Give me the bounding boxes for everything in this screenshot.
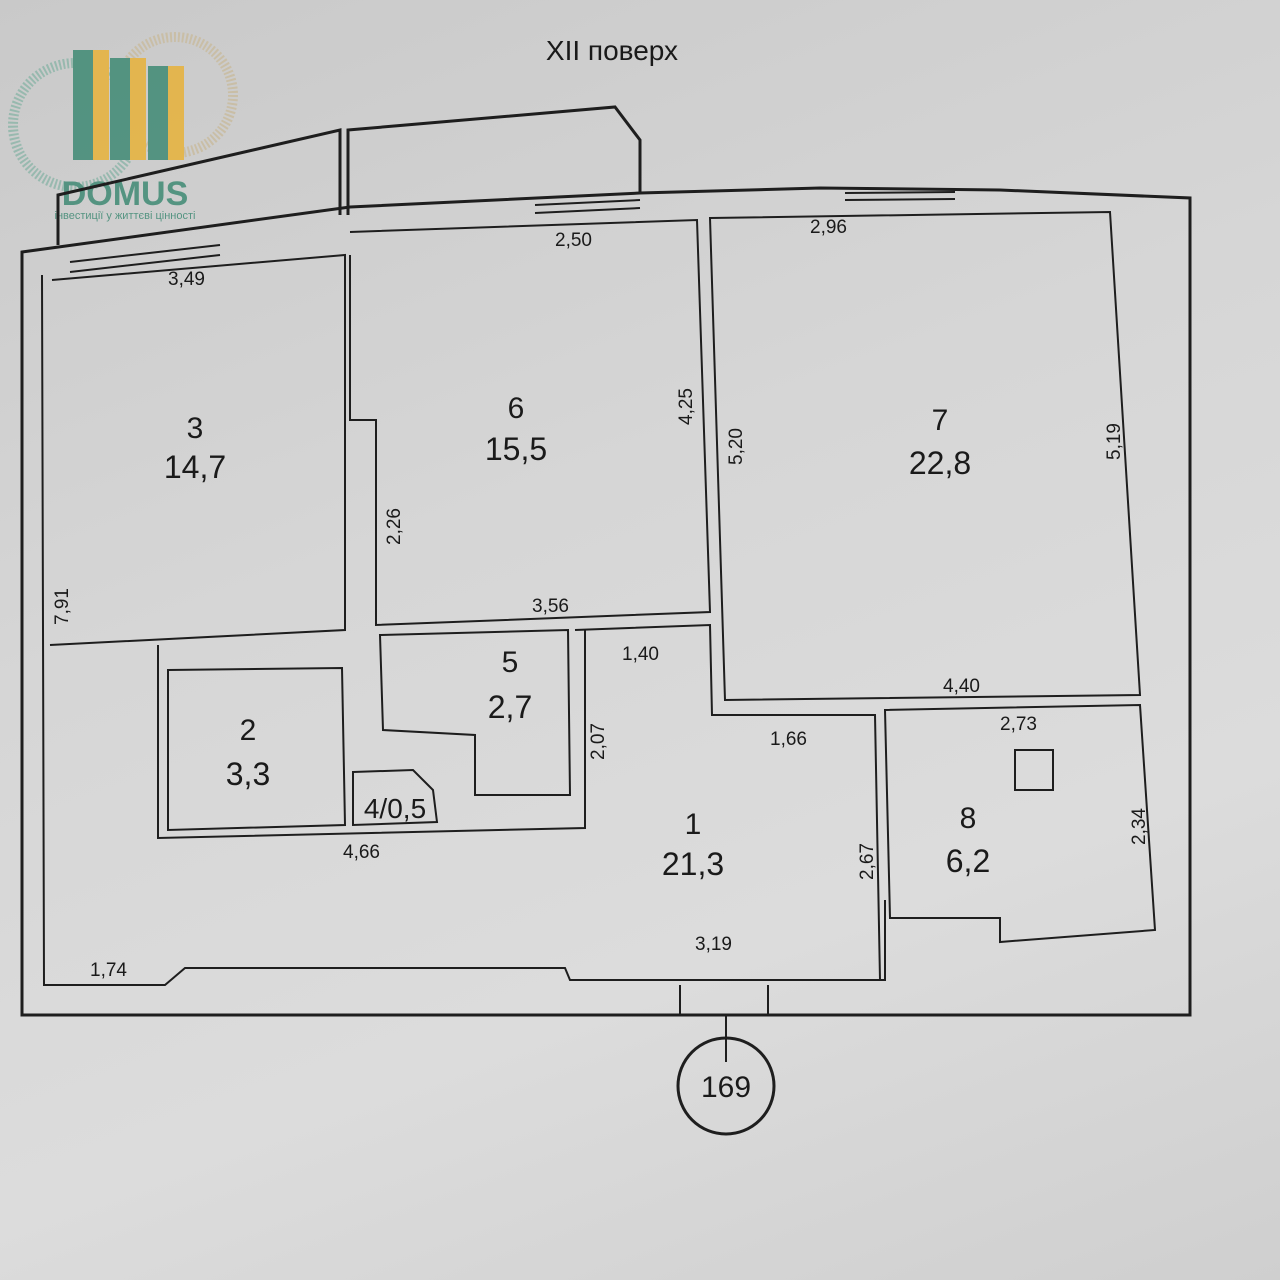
room-5-area: 2,7	[488, 689, 532, 725]
room-2-number: 2	[240, 714, 257, 747]
room-8-area: 6,2	[946, 843, 990, 879]
dimension: 4,66	[343, 842, 380, 863]
dimension: 2,50	[555, 230, 592, 251]
room-8-number: 8	[960, 802, 977, 835]
room-7-number: 7	[932, 404, 949, 437]
dimension: 2,34	[1129, 808, 1150, 845]
room-3-area: 14,7	[164, 449, 226, 485]
apartment-number: 169	[701, 1071, 751, 1104]
room-5-number: 5	[502, 646, 519, 679]
room-2-area: 3,3	[226, 756, 270, 792]
dimension: 4,25	[676, 388, 697, 425]
dimension: 1,40	[622, 644, 659, 665]
room-labels: 1 21,3 2 3,3 3 14,7 4/0,5 5 2,7 6 15,5 7…	[164, 392, 990, 882]
dimension: 1,74	[90, 960, 127, 981]
room-7-area: 22,8	[909, 445, 971, 481]
dimension: 2,26	[384, 508, 405, 545]
dimension: 4,40	[943, 676, 980, 697]
dimension: 2,73	[1000, 714, 1037, 735]
room-6-area: 15,5	[485, 431, 547, 467]
dimension: 7,91	[52, 588, 73, 625]
dimension: 3,56	[532, 596, 569, 617]
room-1-area: 21,3	[662, 846, 724, 882]
logo-tagline: інвестиції у життєві цінності	[55, 210, 196, 222]
dimension-labels: 3,49 2,50 2,96 4,25 5,20 5,19 2,26 7,91 …	[52, 217, 1150, 981]
room-3-number: 3	[187, 412, 204, 445]
dimension: 5,20	[726, 428, 747, 465]
dimension: 5,19	[1104, 423, 1125, 460]
dimension: 2,96	[810, 217, 847, 238]
apartment-number-marker: 169	[676, 1036, 776, 1136]
dimension: 2,67	[857, 843, 878, 880]
room-4-label: 4/0,5	[364, 793, 426, 824]
floor-title: XII поверх	[546, 35, 678, 66]
walls	[20, 105, 1192, 1062]
logo-name: DOMUS	[62, 175, 189, 213]
dimension: 3,49	[168, 269, 205, 290]
dimension: 2,07	[588, 723, 609, 760]
room-6-number: 6	[508, 392, 525, 425]
dimension: 3,19	[695, 934, 732, 955]
dimension: 1,66	[770, 729, 807, 750]
room-1-number: 1	[685, 808, 702, 841]
domus-logo: DOMUS інвестиції у життєві цінності	[8, 32, 238, 222]
